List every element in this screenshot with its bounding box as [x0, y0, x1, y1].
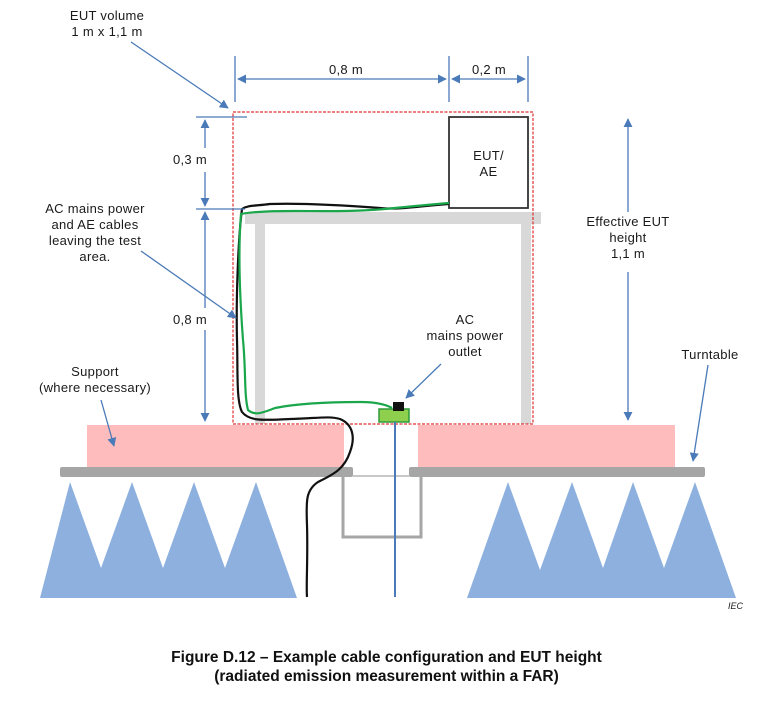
eut-ae-label: EUT/ AE	[473, 148, 504, 179]
turntable-leader	[689, 364, 709, 462]
cable-black	[235, 202, 450, 598]
dimension-label-0-8m-vertical: 0,8 m	[172, 312, 207, 327]
support-block-right	[418, 425, 675, 467]
leader-arrows	[100, 41, 709, 462]
turntable-well	[341, 477, 423, 539]
absorber-cones-left	[40, 482, 297, 598]
support-label: Support (where necessary)	[38, 364, 152, 395]
figure-caption-line2: (radiated emission measurement within a …	[214, 668, 559, 685]
turntable-label: Turntable	[681, 347, 739, 362]
dimension-horizontal	[234, 56, 529, 102]
support-leader	[100, 399, 117, 447]
outlet-label: AC mains power outlet	[426, 312, 504, 359]
eut-volume-label: EUT volume 1 m x 1,1 m	[69, 8, 145, 39]
eut-volume-leader	[130, 41, 229, 109]
dimension-label-0-2m: 0,2 m	[471, 62, 506, 77]
dimension-vertical	[196, 116, 247, 422]
cables-leader	[140, 250, 237, 319]
cables-label: AC mains power and AE cables leaving the…	[45, 201, 145, 264]
support-block-left	[87, 425, 344, 467]
dimension-label-0-8m-horizontal: 0,8 m	[328, 62, 363, 77]
figure-caption-line1: Figure D.12 – Example cable configuratio…	[171, 649, 602, 666]
effective-height-label: Effective EUT height 1,1 m	[586, 214, 670, 261]
turntable-right	[409, 467, 705, 477]
absorber-cones-right	[467, 482, 736, 598]
dimension-label-0-3m: 0,3 m	[172, 152, 207, 167]
table	[245, 212, 541, 424]
iec-watermark: IEC	[728, 601, 744, 611]
cable-green	[238, 201, 450, 415]
ac-outlet-plug	[393, 402, 404, 411]
eut-ae-box	[448, 116, 529, 209]
outlet-leader	[405, 363, 442, 399]
eut-volume-outline	[232, 111, 534, 425]
turntable-left	[60, 467, 353, 477]
